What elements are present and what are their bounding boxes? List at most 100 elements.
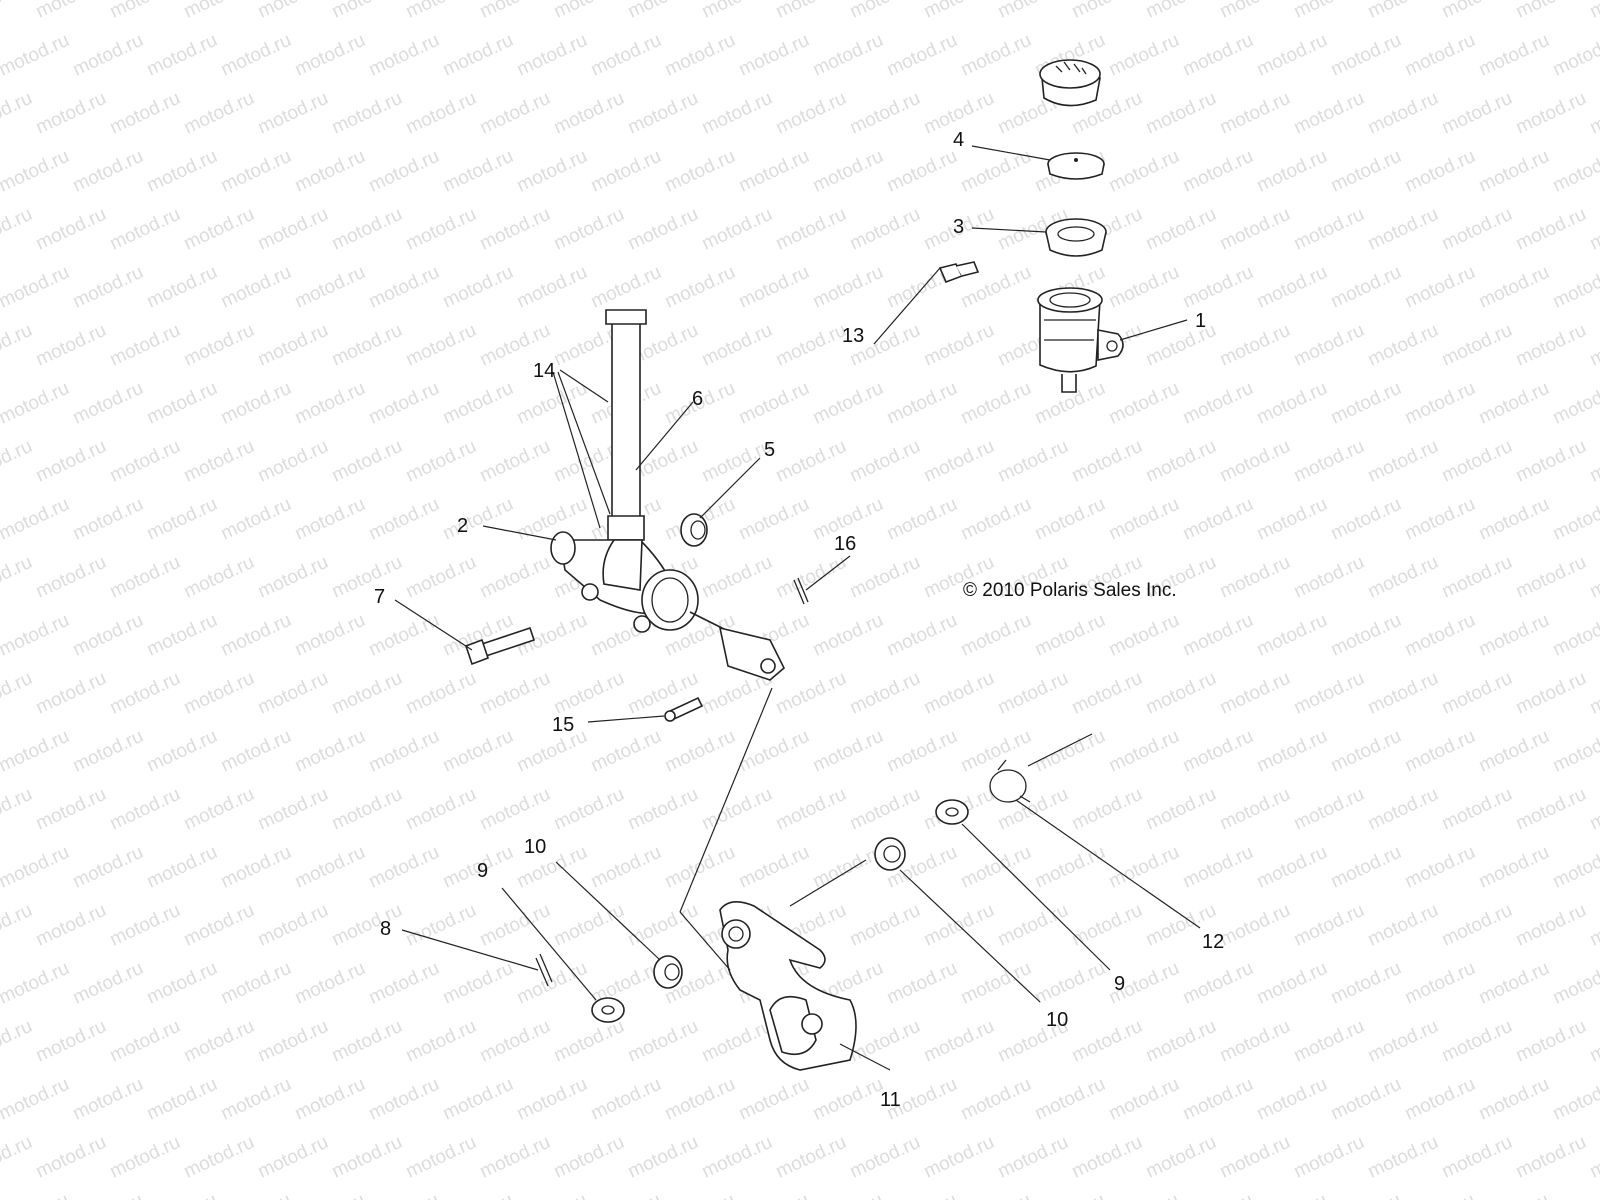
watermark-text: motod.ru: [366, 842, 443, 893]
watermark-text: motod.ru: [1180, 30, 1257, 81]
part-master-cylinder: [550, 309, 785, 681]
watermark-text: motod.ru: [625, 88, 702, 139]
watermark-text: motod.ru: [1143, 88, 1220, 139]
watermark-text: motod.ru: [33, 1132, 110, 1183]
watermark-text: motod.ru: [33, 88, 110, 139]
watermark-text: motod.ru: [736, 726, 813, 777]
watermark-text: motod.ru: [884, 494, 961, 545]
watermark-text: motod.ru: [218, 1074, 295, 1125]
watermark-text: motod.ru: [70, 494, 147, 545]
watermark-text: motod.ru: [773, 436, 850, 487]
watermark-text: motod.ru: [255, 668, 332, 719]
watermark-text: motod.ru: [0, 30, 73, 81]
watermark-text: motod.ru: [588, 842, 665, 893]
watermark-text: motod.ru: [366, 726, 443, 777]
part-cotter-pin-lower: [535, 953, 553, 987]
watermark-text: motod.ru: [773, 204, 850, 255]
watermark-text: motod.ru: [0, 88, 36, 139]
watermark-text: motod.ru: [1439, 436, 1516, 487]
watermark-text: motod.ru: [1328, 610, 1405, 661]
watermark-text: motod.ru: [1069, 0, 1146, 23]
watermark-text: motod.ru: [1254, 1074, 1331, 1125]
watermark-text: motod.ru: [0, 1190, 73, 1200]
callout-5: 5: [764, 439, 775, 461]
watermark-text: motod.ru: [440, 30, 517, 81]
watermark-text: motod.ru: [847, 900, 924, 951]
watermark-text: motod.ru: [662, 30, 739, 81]
watermark-text: motod.ru: [1254, 378, 1331, 429]
watermark-text: motod.ru: [0, 610, 73, 661]
watermark-text: motod.ru: [477, 204, 554, 255]
watermark-text: motod.ru: [1254, 30, 1331, 81]
watermark-text: motod.ru: [1217, 900, 1294, 951]
watermark-text: motod.ru: [551, 668, 628, 719]
watermark-text: motod.ru: [181, 900, 258, 951]
watermark-text: motod.ru: [403, 204, 480, 255]
watermark-text: motod.ru: [1291, 1132, 1368, 1183]
watermark-text: motod.ru: [440, 262, 517, 313]
watermark-text: motod.ru: [144, 958, 221, 1009]
watermark-text: motod.ru: [1513, 900, 1590, 951]
watermark-text: motod.ru: [255, 88, 332, 139]
watermark-text: motod.ru: [107, 1016, 184, 1067]
part-diaphragm-plate: [1047, 152, 1105, 180]
watermark-text: motod.ru: [1550, 726, 1600, 777]
watermark-text: motod.ru: [292, 842, 369, 893]
watermark-text: motod.ru: [1032, 1190, 1109, 1200]
callout-10-right: 10: [1046, 1009, 1068, 1031]
callout-14: 14: [533, 360, 555, 382]
watermark-text: motod.ru: [107, 0, 184, 23]
watermark-text: motod.ru: [181, 668, 258, 719]
part-washer-left: [591, 997, 625, 1023]
watermark-text: motod.ru: [1291, 552, 1368, 603]
watermark-text: motod.ru: [1217, 1132, 1294, 1183]
watermark-text: motod.ru: [736, 842, 813, 893]
watermark-text: motod.ru: [329, 88, 406, 139]
watermark-text: motod.ru: [0, 204, 36, 255]
watermark-text: motod.ru: [1587, 88, 1600, 139]
watermark-text: motod.ru: [810, 1074, 887, 1125]
watermark-text: motod.ru: [588, 1074, 665, 1125]
watermark-text: motod.ru: [292, 1190, 369, 1200]
watermark-text: motod.ru: [181, 204, 258, 255]
watermark-text: motod.ru: [144, 610, 221, 661]
watermark-text: motod.ru: [884, 146, 961, 197]
watermark-text: motod.ru: [588, 262, 665, 313]
callout-9-right: 9: [1114, 973, 1125, 995]
watermark-text: motod.ru: [958, 30, 1035, 81]
watermark-text: motod.ru: [181, 784, 258, 835]
watermark-text: motod.ru: [921, 668, 998, 719]
watermark-text: motod.ru: [1106, 842, 1183, 893]
watermark-text: motod.ru: [1328, 146, 1405, 197]
watermark-text: motod.ru: [0, 784, 36, 835]
watermark-text: motod.ru: [440, 494, 517, 545]
watermark-text: motod.ru: [699, 1016, 776, 1067]
watermark-text: motod.ru: [847, 552, 924, 603]
watermark-text: motod.ru: [33, 204, 110, 255]
watermark-text: motod.ru: [847, 436, 924, 487]
watermark-text: motod.ru: [1217, 552, 1294, 603]
watermark-text: motod.ru: [588, 30, 665, 81]
watermark-text: motod.ru: [625, 784, 702, 835]
watermark-text: motod.ru: [736, 30, 813, 81]
watermark-text: motod.ru: [292, 726, 369, 777]
watermark-text: motod.ru: [329, 320, 406, 371]
watermark-text: motod.ru: [33, 900, 110, 951]
watermark-text: motod.ru: [1513, 668, 1590, 719]
watermark-text: motod.ru: [995, 784, 1072, 835]
watermark-text: motod.ru: [144, 262, 221, 313]
watermark-text: motod.ru: [736, 262, 813, 313]
watermark-text: motod.ru: [1365, 436, 1442, 487]
watermark-text: motod.ru: [1476, 1190, 1553, 1200]
watermark-text: motod.ru: [1180, 378, 1257, 429]
watermark-text: motod.ru: [773, 784, 850, 835]
watermark-text: motod.ru: [0, 436, 36, 487]
watermark-text: motod.ru: [33, 784, 110, 835]
watermark-text: motod.ru: [625, 1016, 702, 1067]
watermark-text: motod.ru: [33, 668, 110, 719]
watermark-text: motod.ru: [33, 0, 110, 23]
watermark-text: motod.ru: [736, 494, 813, 545]
watermark-text: motod.ru: [1587, 668, 1600, 719]
watermark-text: motod.ru: [884, 1190, 961, 1200]
watermark-text: motod.ru: [144, 30, 221, 81]
